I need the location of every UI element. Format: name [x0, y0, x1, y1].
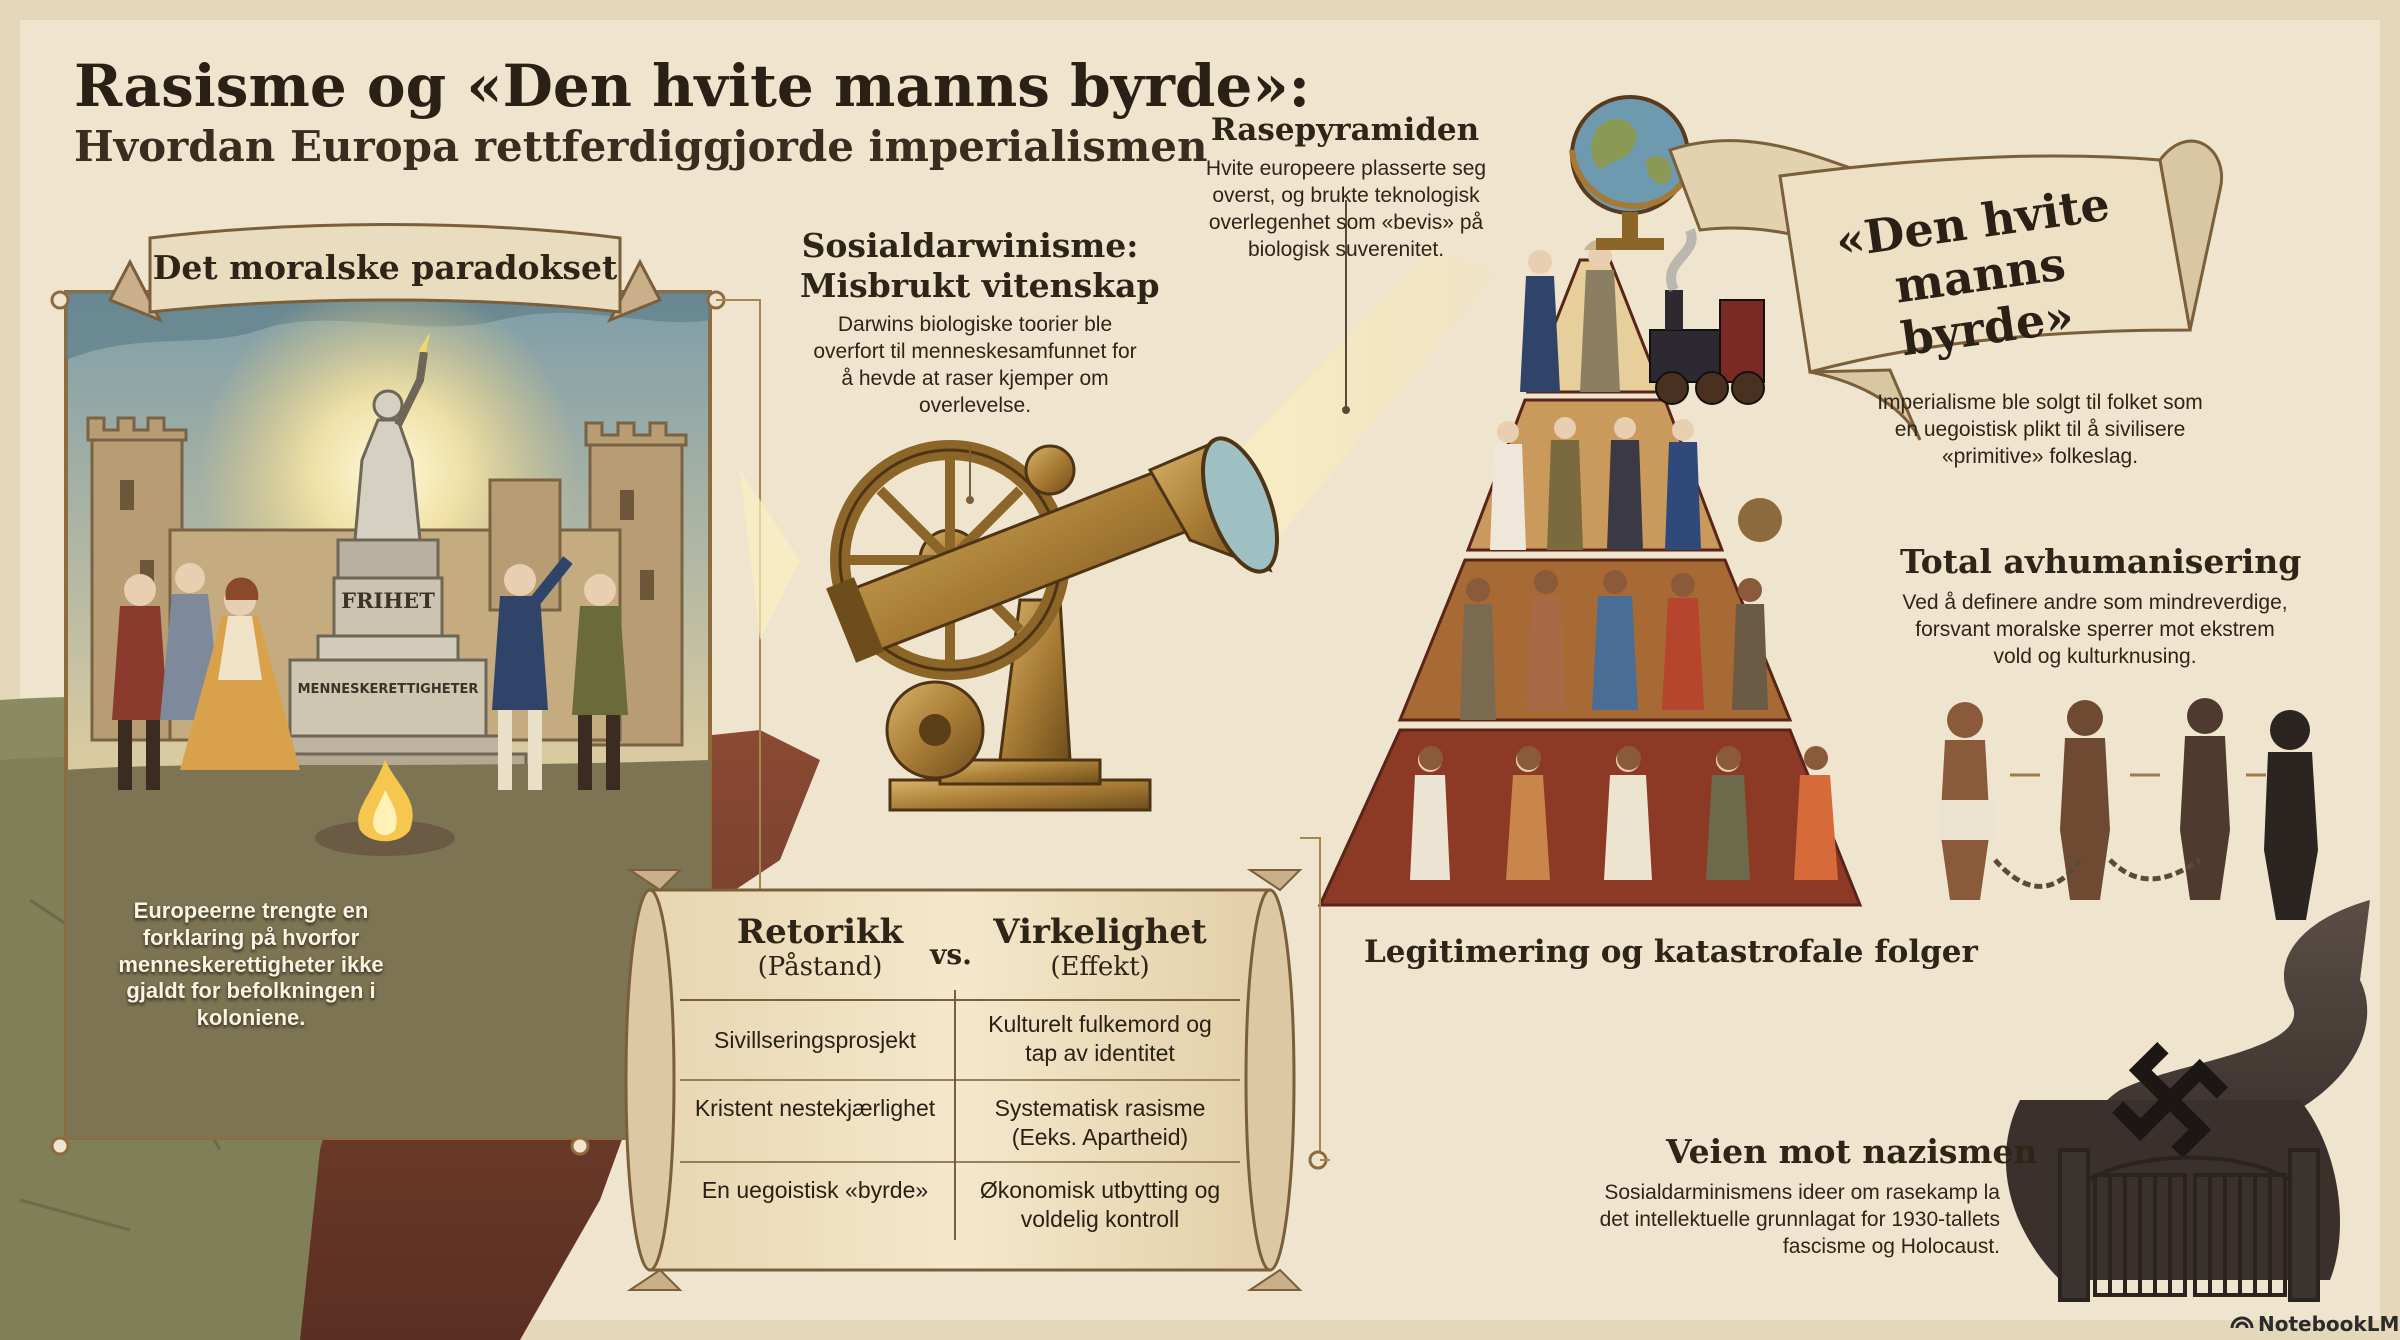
notebooklm-logo-icon — [2230, 1316, 2254, 1329]
paradox-banner-title: Det moralske paradokset — [152, 248, 618, 287]
scroll-row-3-rhetoric: En uegoistisk «byrde» — [701, 1177, 929, 1203]
pyramid-text: Hvite europeere plasserte seg overst, og… — [1205, 157, 1487, 261]
dehumanization-heading: Total avhumanisering — [1900, 542, 2302, 581]
page-subtitle: Hvordan Europa rettferdiggjorde imperial… — [74, 122, 1208, 171]
notebooklm-brand: NotebookLM — [2258, 1312, 2400, 1336]
paradox-caption: Europeerne trengte en forklaring på hvor… — [118, 898, 384, 1031]
legitimation-heading: Legitimering og katastrofale folger — [1364, 934, 1978, 970]
scroll-left-subheader: (Påstand) — [757, 952, 883, 982]
pyramid-heading: Rasepyramiden — [1210, 112, 1480, 148]
statue-icon — [336, 332, 440, 582]
darwinism-heading-line2: Misbrukt vitenskap — [800, 265, 1160, 305]
scroll-row-2-rhetoric: Kristent nestekjærlighet — [694, 1095, 936, 1121]
scroll-right-header: Virkelighet — [993, 912, 1207, 952]
telescope-icon — [826, 436, 1279, 812]
scroll-left-header: Retorikk — [736, 912, 904, 952]
scroll-right-subheader: (Effekt) — [1050, 952, 1150, 982]
race-pyramid — [1317, 239, 1863, 907]
statue-label-freedom: FRIHET — [341, 588, 435, 613]
paradox-scene — [64, 280, 712, 1140]
globe-icon — [1569, 95, 1693, 250]
darwinism-heading: Sosialdarwinisme: Misbrukt vitenskap — [800, 226, 1160, 305]
burden-text: Imperialisme ble solgt til folket som en… — [1877, 391, 2203, 468]
page-title: Rasisme og «Den hvite manns byrde»: — [74, 52, 1311, 120]
scroll-parchment — [624, 869, 1303, 1291]
scroll-vs: vs. — [930, 938, 972, 971]
swastika-icon — [2112, 1042, 2228, 1158]
paradox-banner-ribbon — [107, 223, 663, 323]
darwinism-text: Darwins biologiske toorier ble overfort … — [813, 313, 1137, 417]
flame-icon — [315, 760, 455, 856]
statue-label-rights: MENNESKERETTIGHETER — [297, 682, 479, 697]
scroll-row-3-reality: Økonomisk utbytting og voldelig kontroll — [979, 1177, 1221, 1232]
dehumanization-text: Ved å definere andre som mindreverdige, … — [1902, 591, 2288, 668]
dehumanization-figures — [1938, 698, 2318, 920]
scroll-row-1-reality: Kulturelt fulkemord og tap av identitet — [988, 1011, 1212, 1066]
nazism-heading: Veien mot nazismen — [1666, 1132, 2038, 1171]
scroll-row-2-reality: Systematisk rasisme (Eeks. Apartheid) — [994, 1095, 1206, 1150]
nazism-text: Sosialdarminismens ideer om rasekamp la … — [1599, 1181, 2000, 1258]
burden-banner-ribbon — [1668, 139, 2223, 441]
light-beam — [1230, 250, 1500, 560]
darwinism-heading-line1: Sosialdarwinisme: — [801, 226, 1139, 265]
locomotive-icon — [1649, 228, 1765, 405]
gate-icon — [2058, 1148, 2320, 1302]
scroll-row-1-rhetoric: Sivillseringsprosjekt — [714, 1027, 916, 1053]
